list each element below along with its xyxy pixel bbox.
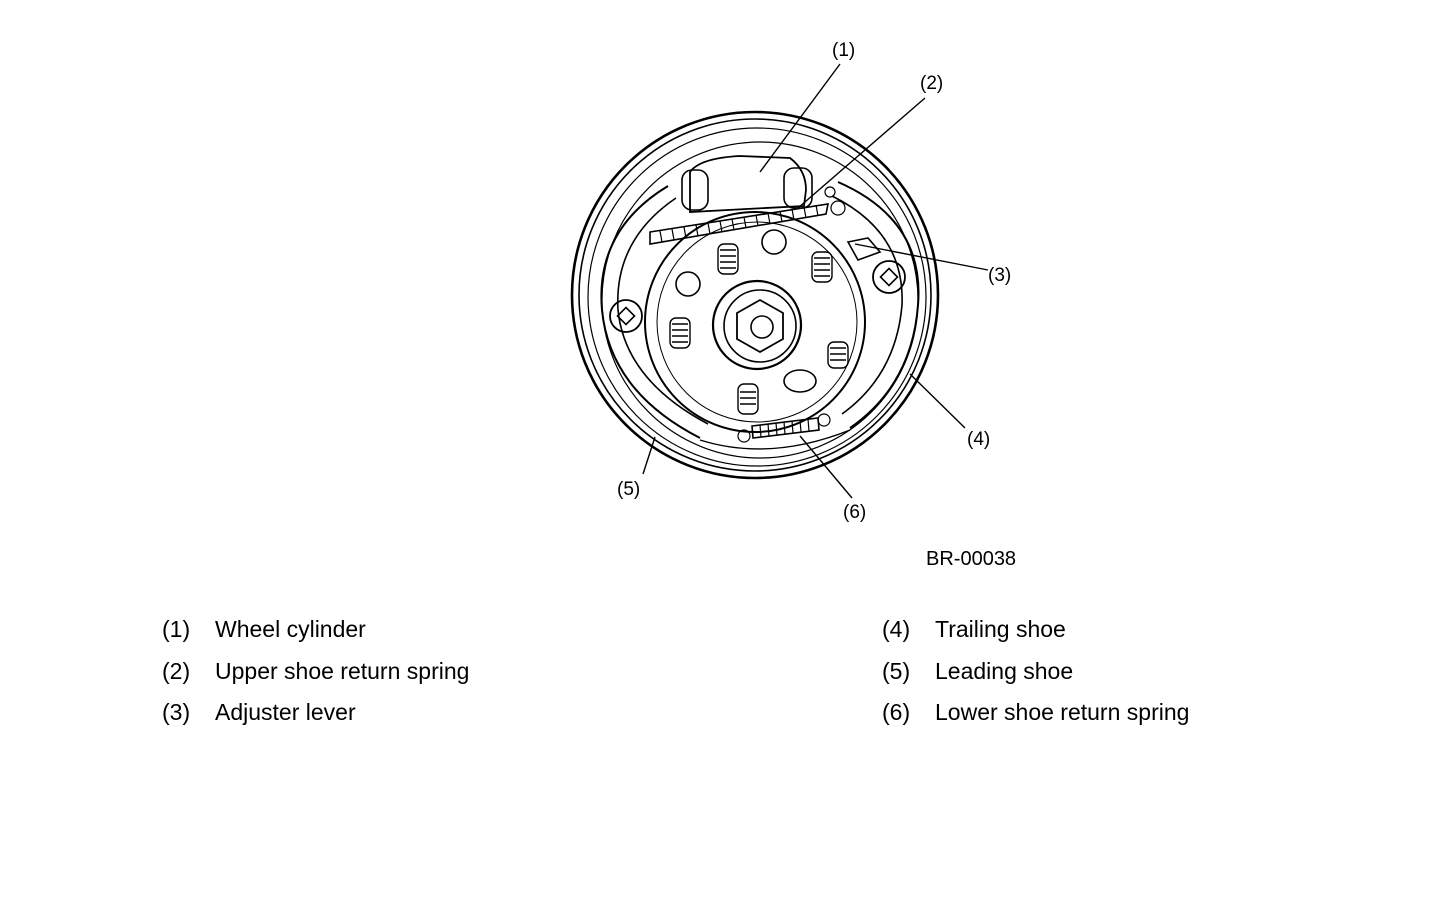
leader-line-4 — [909, 373, 966, 429]
hub-nut — [736, 298, 784, 354]
callout-6: (6) — [843, 502, 866, 523]
anchor-pin-right — [872, 260, 906, 294]
leader-line-6 — [799, 435, 853, 499]
backing-plate-ring-3 — [587, 127, 927, 467]
legend-item: (1) Wheel cylinder — [162, 618, 469, 660]
callout-4: (4) — [967, 429, 990, 450]
legend-label: Trailing shoe — [935, 616, 1066, 642]
figure-id: BR-00038 — [926, 548, 1016, 570]
hub-mid — [723, 289, 797, 363]
legend-label: Upper shoe return spring — [215, 657, 470, 684]
leading-shoe-shape — [600, 185, 701, 439]
legend-right-column: (4) Trailing shoe (5) Leading shoe (6) L… — [882, 618, 1189, 743]
legend-item: (3) Adjuster lever — [162, 701, 469, 743]
adjuster-lever-shape — [846, 237, 882, 261]
hub-cap — [750, 315, 774, 339]
legend-label: Leading shoe — [935, 657, 1074, 684]
trailing-shoe-shape — [837, 181, 920, 429]
drum-brake-diagram: (1) (2) (3) (4) (5) (6) BR-00038 — [570, 40, 1016, 570]
legend-left-column: (1) Wheel cylinder (2) Upper shoe return… — [162, 618, 469, 743]
legend-label: Lower shoe return spring — [935, 699, 1190, 725]
hold-down-spring-4 — [827, 341, 849, 369]
backing-plate-ring-2 — [578, 118, 932, 472]
legend-number: (5) — [882, 657, 911, 684]
leader-line-5 — [642, 436, 656, 475]
trailing-shoe-inner — [831, 195, 903, 415]
stud-hole-1 — [761, 229, 787, 255]
anchor-pin-right-head — [879, 267, 899, 287]
hold-down-spring-2 — [811, 251, 833, 283]
leader-lines — [642, 63, 989, 499]
hub-outer — [711, 279, 803, 371]
upper-shoe-return-spring — [649, 186, 846, 245]
callout-2: (2) — [920, 73, 943, 94]
lower-shoe-return-spring — [737, 413, 831, 443]
anchor-pin-left-head — [616, 306, 636, 326]
legend-label: Adjuster lever — [215, 699, 356, 725]
hold-down-spring-5 — [737, 383, 759, 415]
wheel-cylinder-shape — [689, 155, 807, 213]
legend-item: (4) Trailing shoe — [882, 618, 1189, 660]
stud-hole-3 — [783, 369, 817, 393]
leading-shoe-inner — [616, 197, 709, 425]
legend-number: (2) — [162, 657, 191, 684]
legend-number: (4) — [882, 616, 911, 642]
callout-3: (3) — [988, 265, 1011, 286]
wheel-cylinder-boot-right — [783, 167, 813, 209]
legend-number: (3) — [162, 699, 191, 725]
legend-number: (1) — [162, 616, 191, 642]
legend-item: (5) Leading shoe — [882, 657, 1189, 702]
legend-item: (2) Upper shoe return spring — [162, 657, 470, 702]
legend-number: (6) — [882, 699, 911, 725]
hold-down-spring-1 — [717, 243, 739, 275]
callout-1: (1) — [832, 40, 855, 61]
wheel-cylinder-boot-left — [681, 169, 709, 211]
legend-label: Wheel cylinder — [215, 616, 366, 642]
stud-hole-2 — [675, 271, 701, 297]
backing-plate-outer-ring — [570, 110, 940, 480]
hub-flange — [644, 211, 866, 433]
leader-line-2 — [797, 97, 926, 209]
callout-5: (5) — [617, 479, 640, 500]
leader-line-1 — [759, 63, 841, 173]
legend-item: (6) Lower shoe return spring — [882, 701, 1189, 743]
hold-down-spring-3 — [669, 317, 691, 349]
leader-line-3 — [854, 243, 989, 271]
anchor-pin-left — [609, 299, 643, 333]
shoe-bottom-web — [699, 429, 851, 450]
